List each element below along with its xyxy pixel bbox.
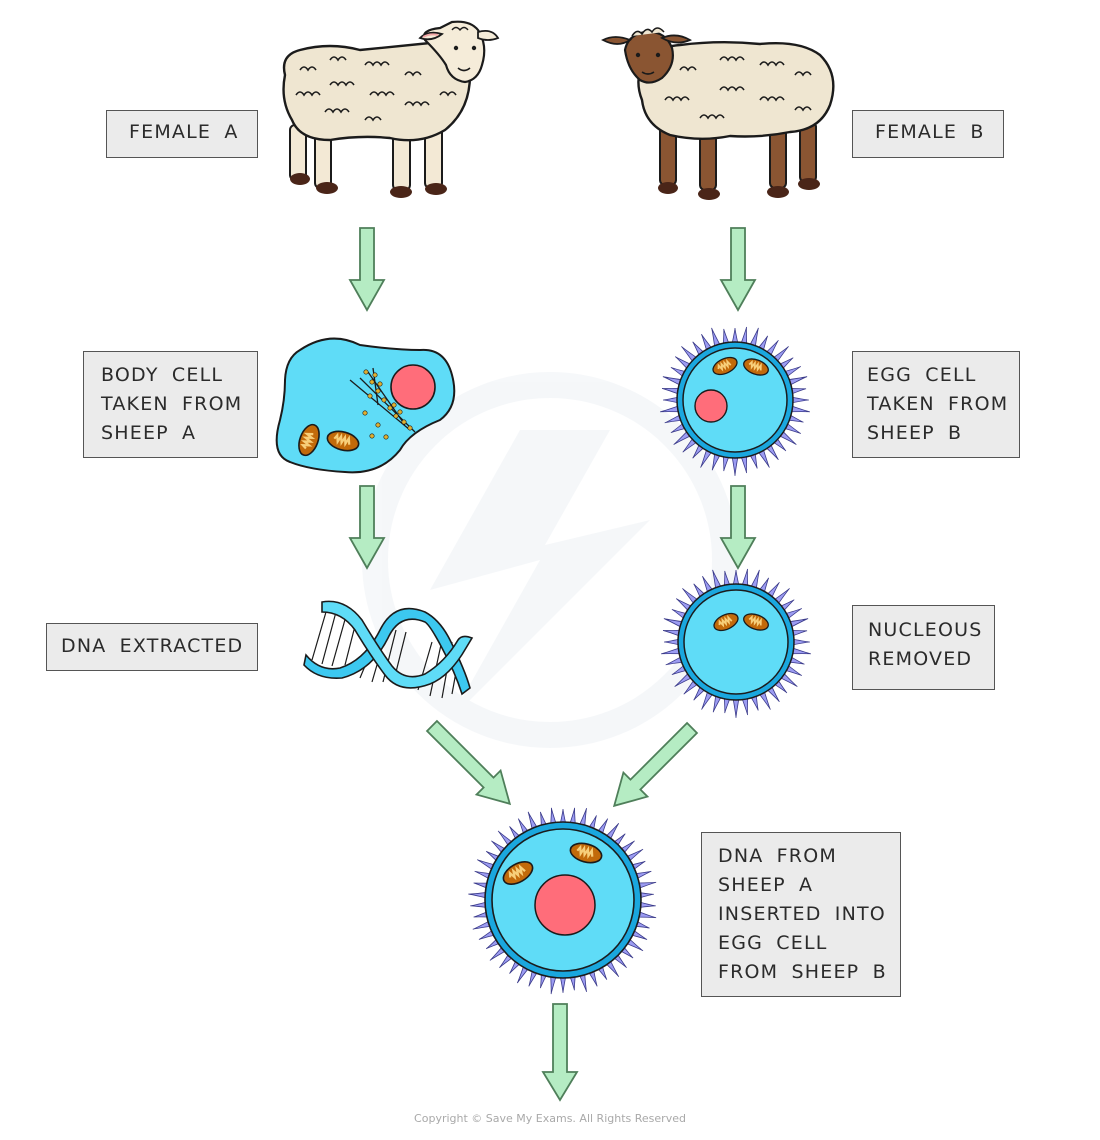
arrow-fused-egg-to-next [541, 1003, 579, 1102]
label-line: SHEEP A [101, 422, 197, 444]
arrow-sheep-b-to-egg-cell [719, 227, 757, 312]
arrow-egg-cell-to-enucleated [719, 485, 757, 570]
label-line: FROM SHEEP B [718, 961, 887, 983]
spike [732, 697, 740, 719]
label-line: BODY CELL [101, 364, 224, 386]
label-line: FEMALE B [875, 121, 985, 143]
dna-helix-icon [303, 600, 474, 699]
copyright-notice: Copyright © Save My Exams. All Rights Re… [414, 1112, 686, 1125]
body-cell-icon [275, 337, 456, 474]
sheep-b-icon [601, 27, 835, 200]
label-line: TAKEN FROM [867, 393, 1009, 415]
sheep-a-icon [282, 20, 500, 198]
label-line: EGG CELL [867, 364, 977, 386]
label-body-cell: BODY CELL TAKEN FROM SHEEP A [83, 351, 258, 458]
label-line: INSERTED INTO [718, 903, 886, 925]
label-line: SHEEP B [867, 422, 963, 444]
label-line: EGG CELL [718, 932, 828, 954]
label-line: TAKEN FROM [101, 393, 243, 415]
label-egg-cell: EGG CELL TAKEN FROM SHEEP B [852, 351, 1020, 458]
label-female-b: FEMALE B [852, 110, 1004, 158]
label-dna-inserted: DNA FROM SHEEP A INSERTED INTO EGG CELL … [701, 832, 901, 997]
enucleated-egg-cell-icon [660, 568, 812, 719]
arrow-body-cell-to-dna [348, 485, 386, 570]
label-line: NUCLEOUS [868, 619, 983, 641]
label-nucleus-removed: NUCLEOUS REMOVED [852, 605, 995, 690]
label-line: DNA FROM [718, 845, 837, 867]
arrow-dna-to-fused-egg [425, 719, 512, 806]
arrow-sheep-a-to-body-cell [348, 227, 386, 312]
watermark-logo [362, 372, 738, 748]
label-dna-extracted: DNA EXTRACTED [46, 623, 258, 671]
arrow-enucleated-to-fused-egg [612, 721, 699, 808]
spike [731, 455, 739, 477]
label-line: SHEEP A [718, 874, 814, 896]
label-line: REMOVED [868, 648, 973, 670]
fused-egg-cell-icon [467, 806, 658, 995]
label-line: DNA EXTRACTED [61, 635, 244, 657]
egg-cell-icon [659, 326, 811, 477]
label-female-a: FEMALE A [106, 110, 258, 158]
label-line: FEMALE A [129, 121, 239, 143]
